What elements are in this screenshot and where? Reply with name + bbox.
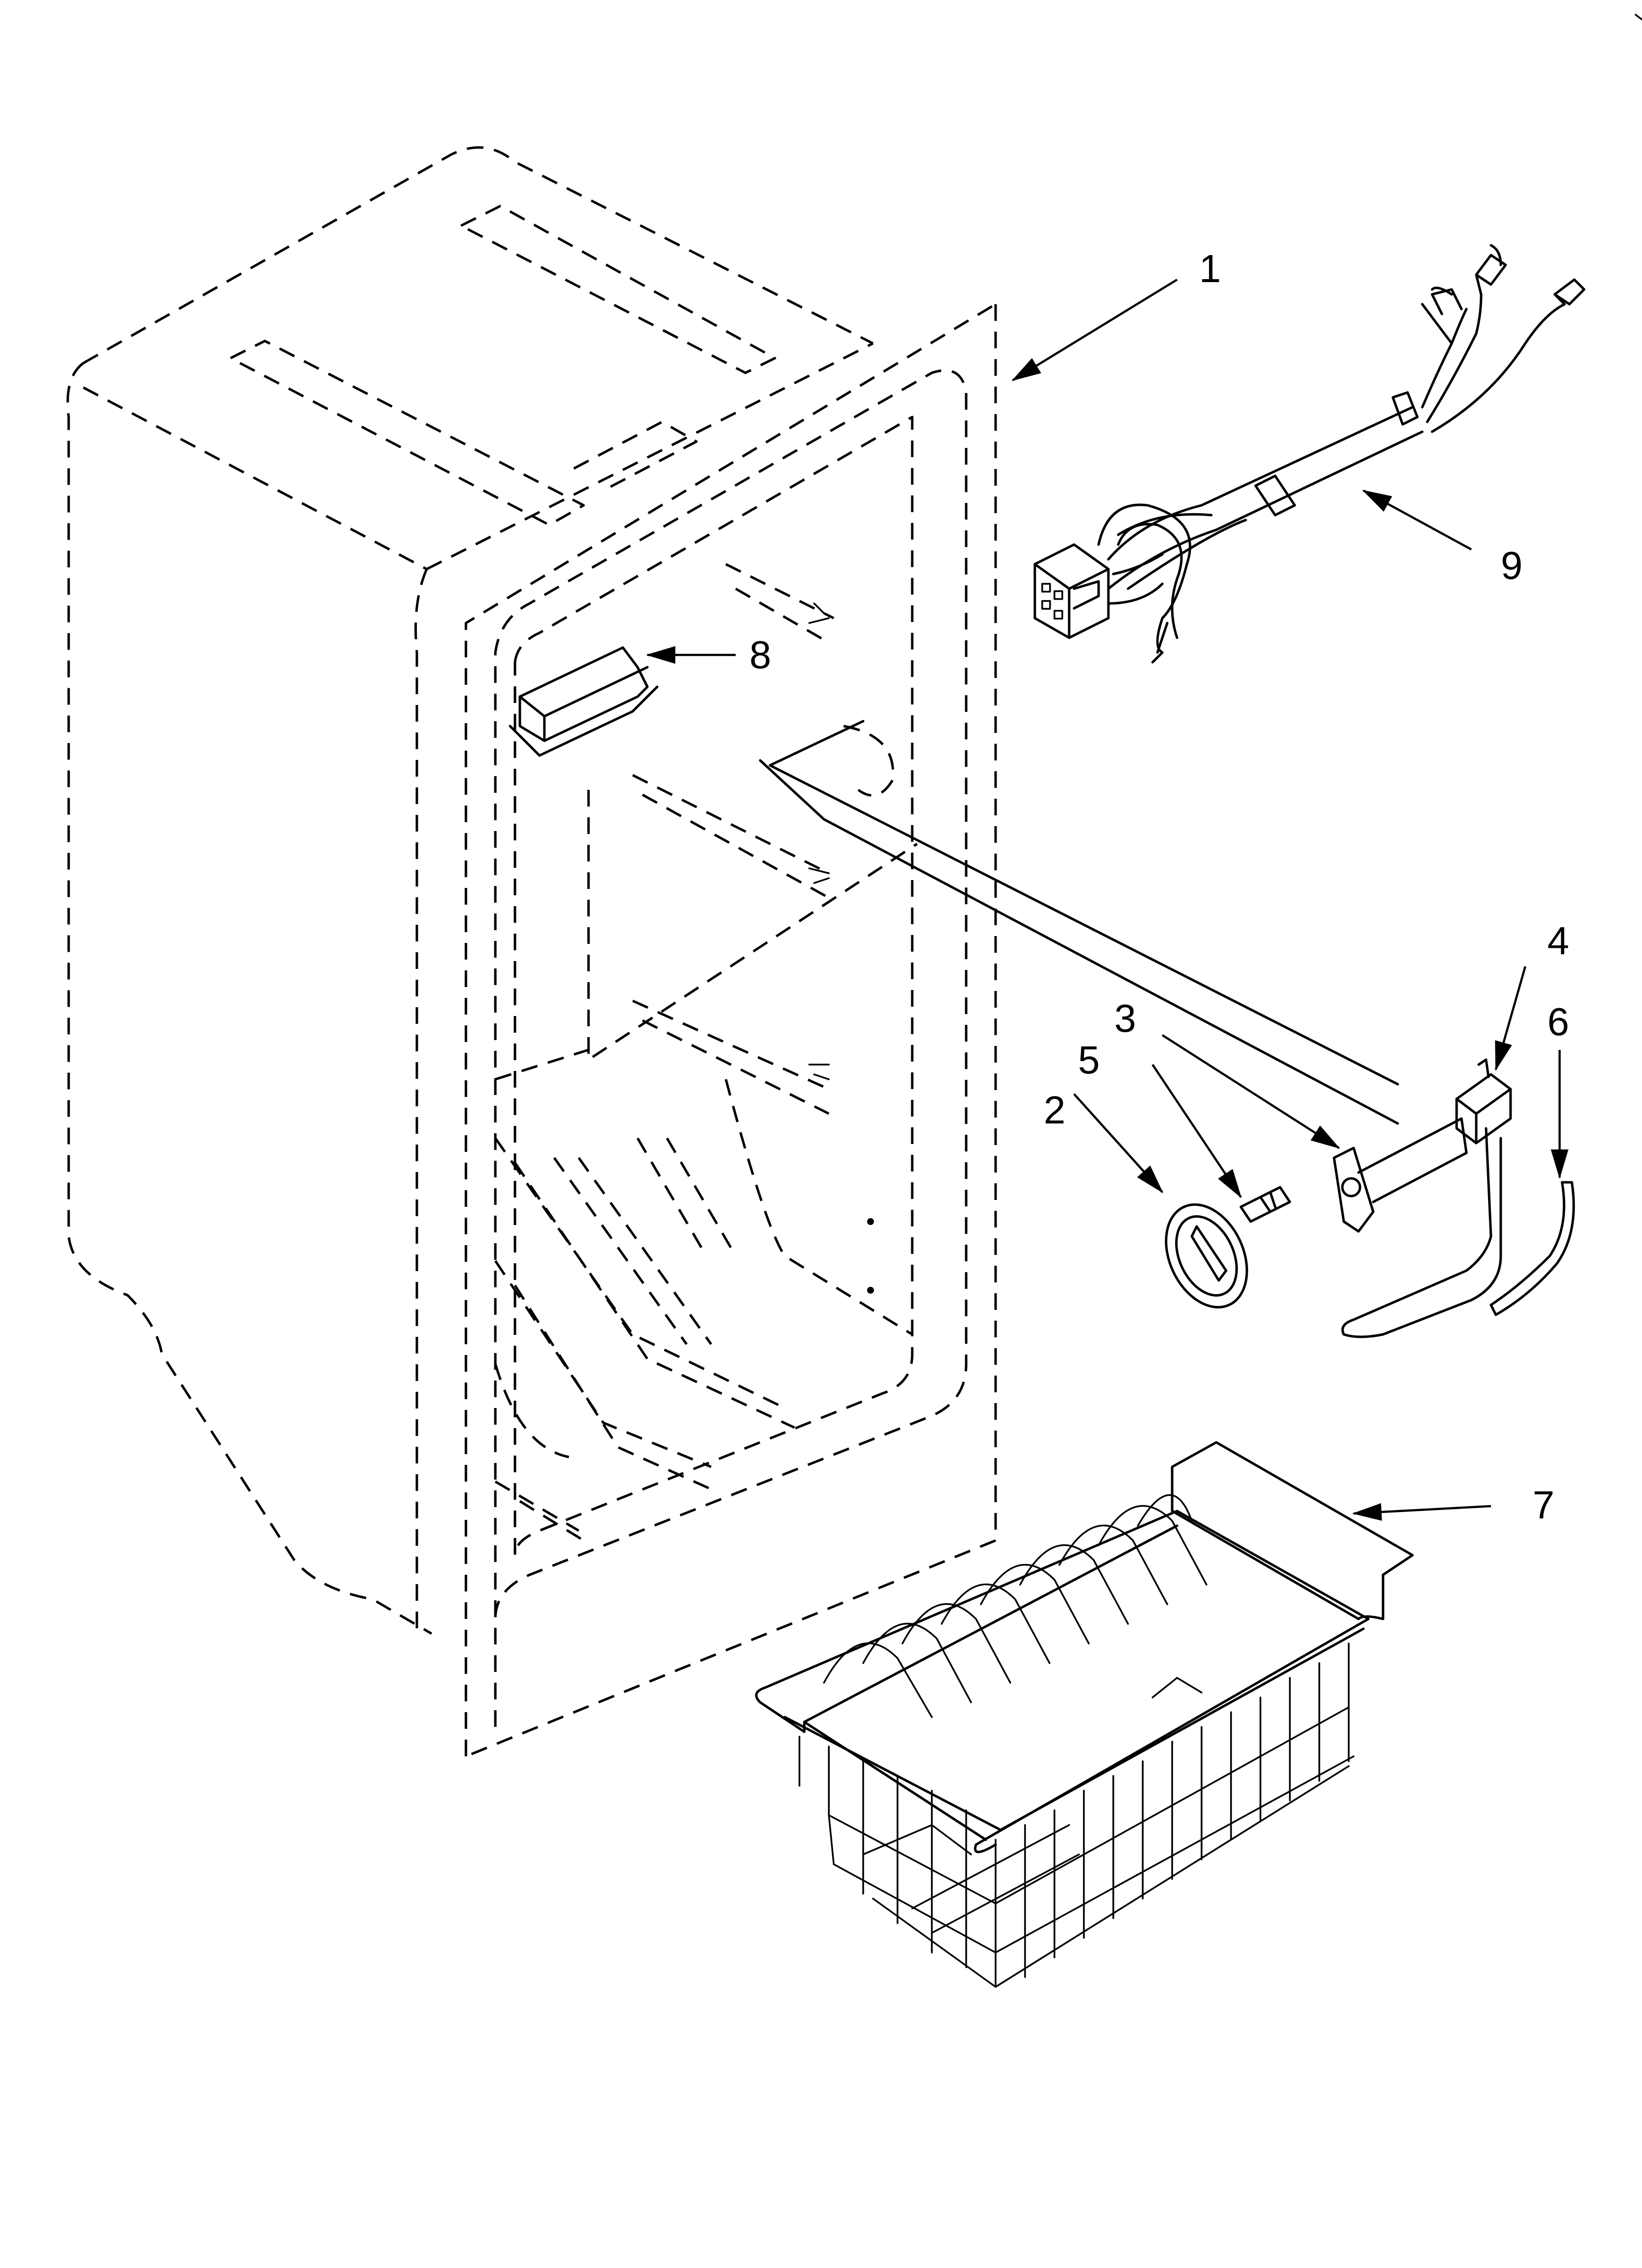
light-housing-drawing — [509, 646, 659, 757]
callout-6: 6 — [1547, 1000, 1569, 1043]
callout-8: 8 — [749, 633, 771, 677]
callout-9: 9 — [1501, 544, 1523, 587]
callout-labels: 1 2 3 4 5 6 7 8 9 — [749, 247, 1569, 1527]
capillary-lines — [759, 720, 1399, 1125]
cabinet-liner-drawing — [66, 146, 997, 1758]
wiring-harness-drawing — [1033, 244, 1586, 664]
callout-4: 4 — [1547, 919, 1569, 963]
callout-3: 3 — [1114, 996, 1136, 1040]
callout-1: 1 — [1199, 247, 1221, 290]
callout-2: 2 — [1044, 1088, 1066, 1132]
thermostat-assembly-drawing — [1165, 1058, 1575, 1338]
wire-basket-drawing — [755, 1441, 1414, 1988]
callout-7: 7 — [1533, 1483, 1555, 1527]
callout-5: 5 — [1078, 1038, 1100, 1082]
edge-mark — [1635, 14, 1642, 21]
leader-arrows — [646, 279, 1568, 1521]
basket-wires — [798, 1494, 1355, 1988]
